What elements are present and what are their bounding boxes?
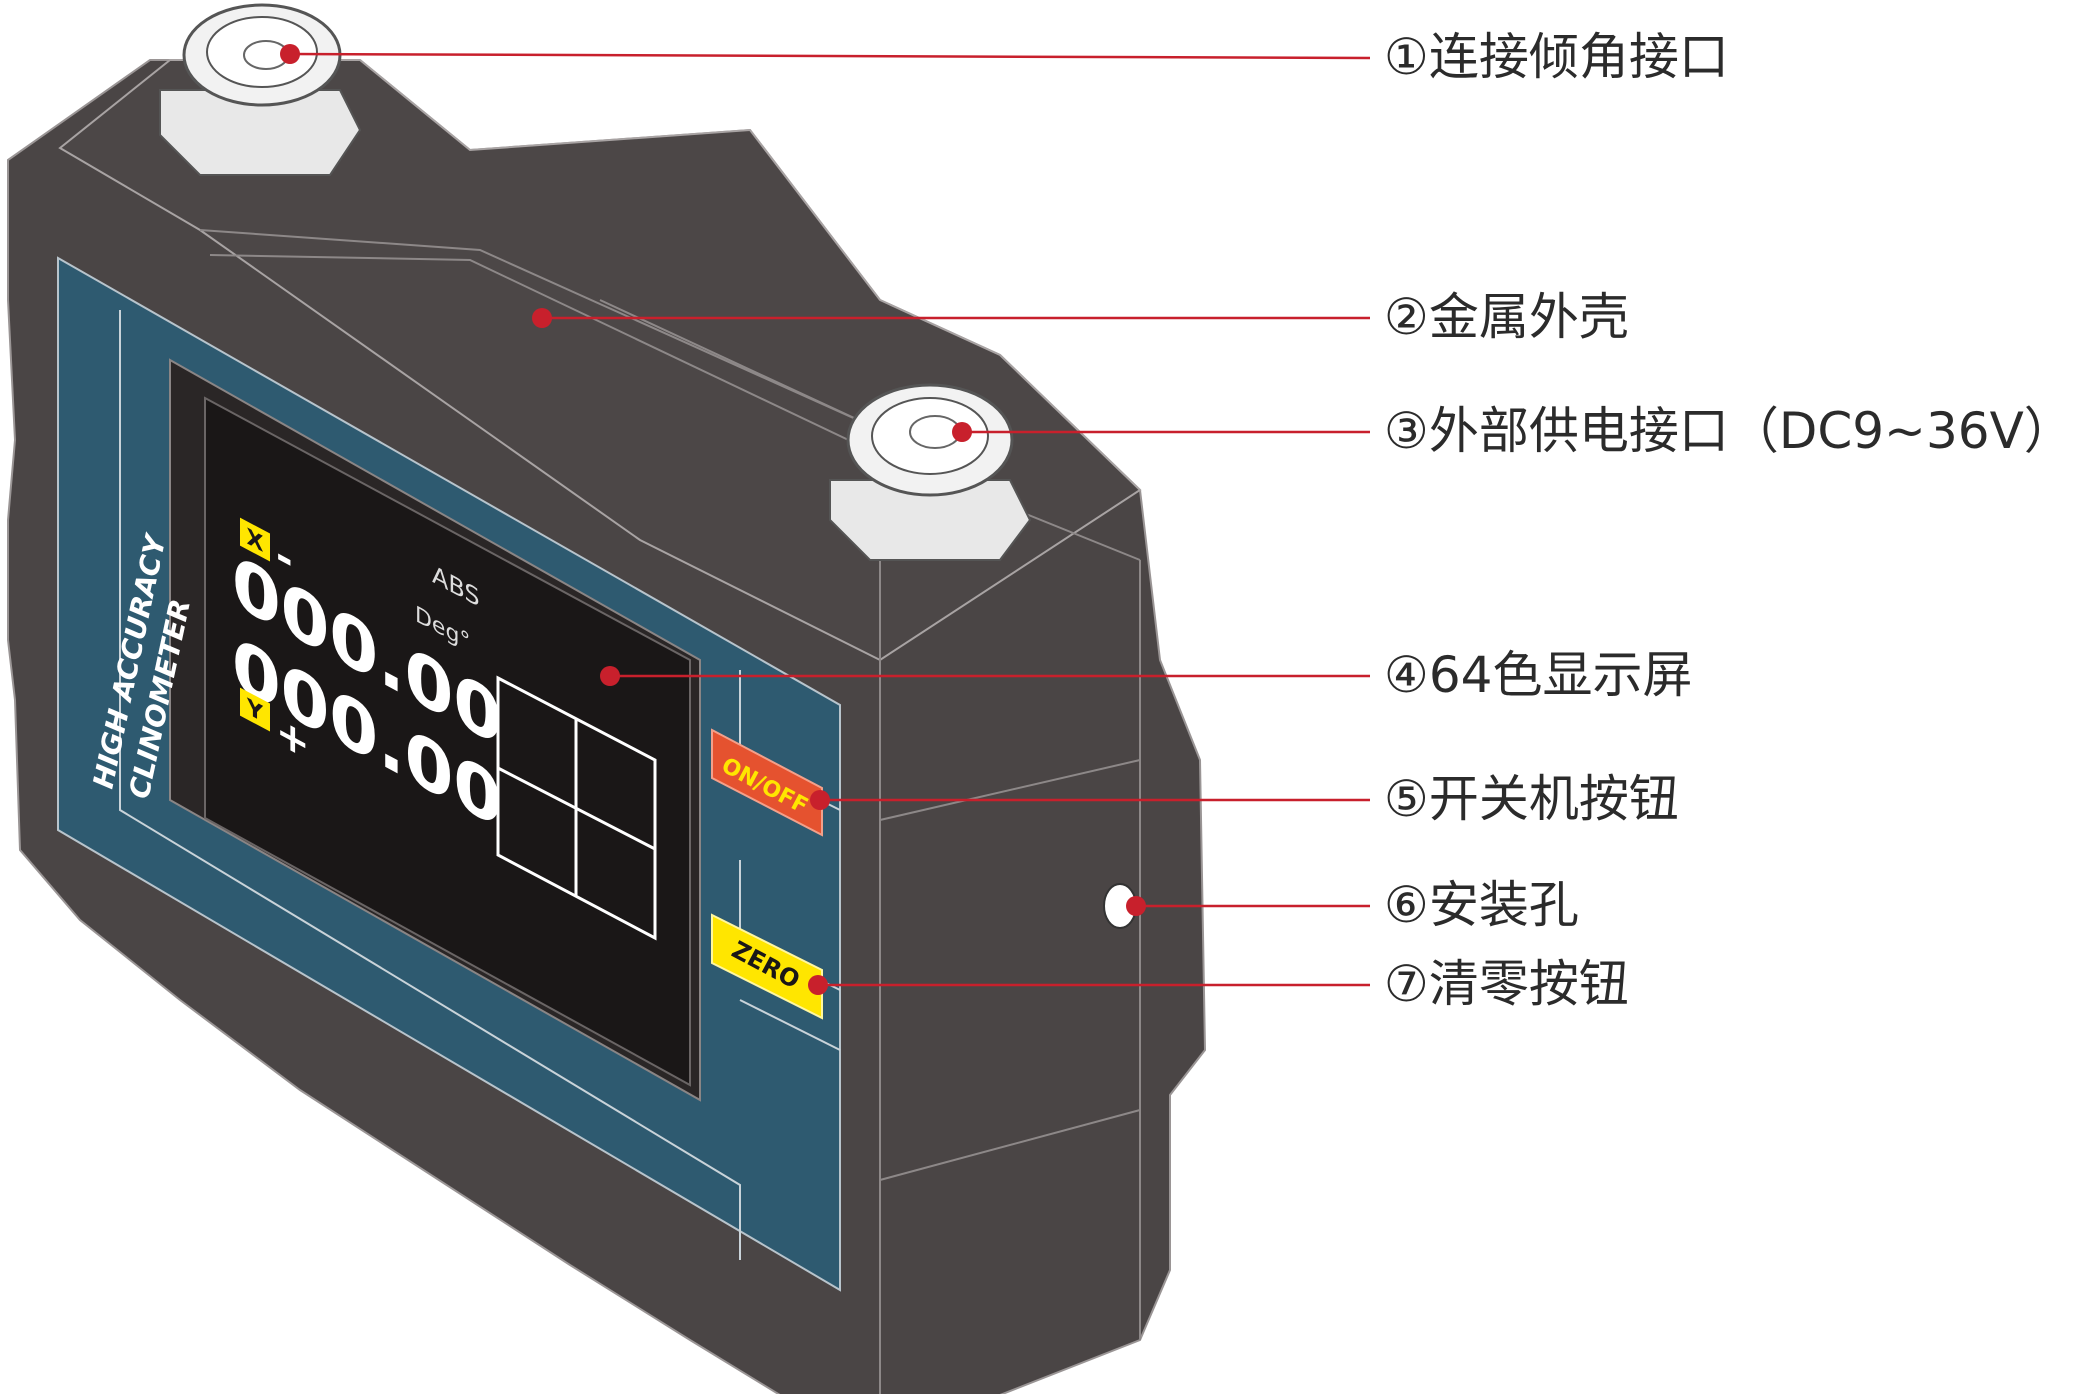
y-axis-tag: Y (246, 692, 264, 728)
callout-power-button: ⑤开关机按钮 (1384, 770, 1679, 828)
display-screen (204, 396, 691, 1087)
callout-zero-button: ⑦清零按钮 (1384, 955, 1629, 1013)
callout-power-port: ③外部供电接口（DC9~36V） (1384, 402, 2074, 460)
callout-mounting-hole: ⑥安装孔 (1384, 876, 1579, 934)
callout-display: ④64色显示屏 (1384, 646, 1693, 704)
x-sign: - (276, 530, 293, 586)
top-ridges (199, 229, 1141, 1395)
callout-metal-housing: ②金属外壳 (1384, 288, 1629, 346)
power-connector (829, 383, 1032, 561)
x-axis-tag: X (247, 522, 264, 557)
tilt-connector (159, 3, 362, 176)
leader-dots (280, 44, 1146, 995)
callout-connector-tilt: ①连接倾角接口 (1384, 28, 1729, 86)
target-grid (496, 675, 657, 941)
leader-lines (289, 52, 1371, 987)
